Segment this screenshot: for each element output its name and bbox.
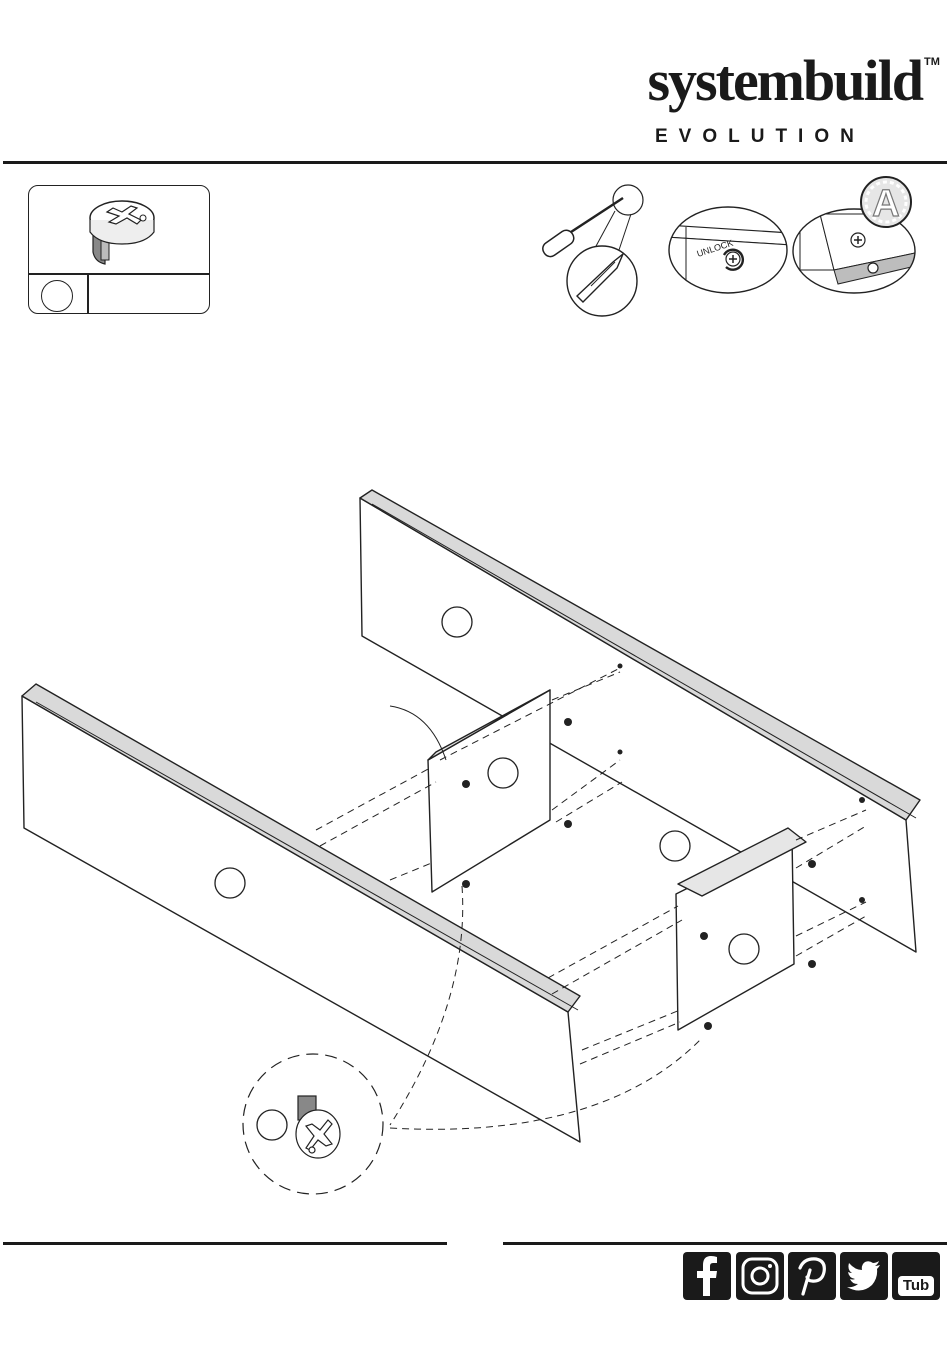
header-rule — [3, 161, 947, 164]
assembly-diagram — [0, 480, 950, 1200]
twitter-icon[interactable] — [840, 1252, 888, 1300]
youtube-label: Tub — [898, 1277, 934, 1295]
youtube-icon[interactable]: Tub — [892, 1252, 940, 1300]
unlock-detail-icon: UNLOCK — [666, 205, 791, 295]
footer-rule-left — [3, 1242, 447, 1245]
brand-trademark: TM — [924, 56, 940, 68]
screwdriver-icon — [535, 178, 650, 318]
brand-name: systembuild — [582, 52, 922, 110]
brand-subtitle: EVOLUTION — [655, 126, 855, 148]
cam-lock-icon — [79, 196, 165, 270]
pinterest-icon[interactable] — [788, 1252, 836, 1300]
hardware-box — [28, 185, 210, 314]
hardware-box-divider — [29, 273, 209, 275]
instagram-icon[interactable] — [736, 1252, 784, 1300]
cam-lock-zoom — [296, 1096, 340, 1158]
part-circle — [41, 280, 73, 312]
hardware-box-vdivider — [87, 273, 89, 313]
facebook-icon[interactable] — [683, 1252, 731, 1300]
footer-rule-right — [503, 1242, 947, 1245]
section-marker: A — [872, 183, 899, 225]
middle-divider — [428, 690, 550, 892]
edge-detail-icon: A — [790, 170, 925, 295]
